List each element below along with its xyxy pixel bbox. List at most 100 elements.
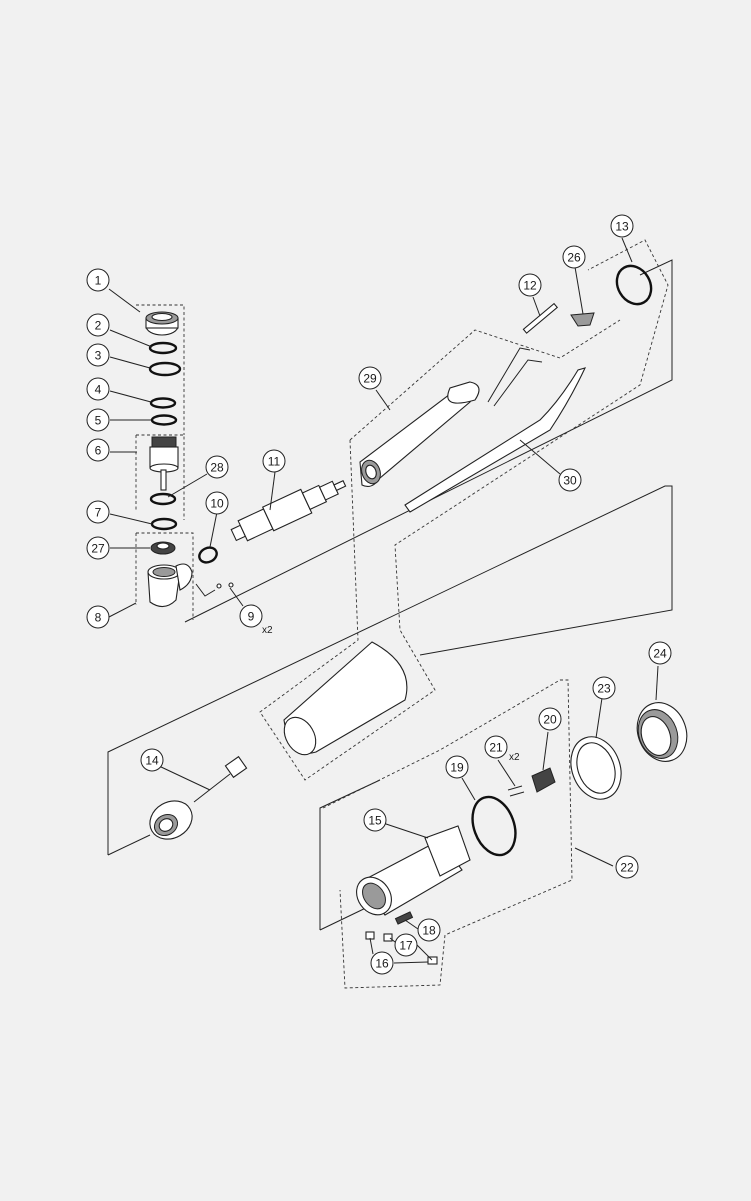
callout-20: 20 — [538, 707, 562, 731]
part-clip-26 — [570, 312, 595, 327]
callout-label: 3 — [95, 349, 102, 363]
part-body-15 — [356, 825, 471, 916]
callout-label: 21 — [489, 741, 503, 755]
callout-label: 24 — [653, 647, 667, 661]
callout-label: 20 — [543, 713, 557, 727]
callout-label: 6 — [95, 444, 102, 458]
part-key-20 — [531, 767, 556, 793]
callout-label: 12 — [523, 279, 537, 293]
callout-17: 17 — [394, 933, 418, 957]
callout-8: 8 — [86, 605, 110, 629]
part-rail-30 — [404, 367, 587, 513]
callout-label: 28 — [210, 461, 224, 475]
callout-label: 15 — [368, 814, 382, 828]
callout-circle — [518, 273, 542, 297]
callout-label: 4 — [95, 383, 102, 397]
callout-circle — [86, 268, 110, 292]
callout-label: 23 — [597, 682, 611, 696]
callout-circle — [615, 855, 639, 879]
callout-label: 10 — [210, 497, 224, 511]
callout-4: 4 — [86, 377, 110, 401]
callout-circle — [86, 605, 110, 629]
callout-label: 30 — [563, 474, 577, 488]
callout-label: 11 — [268, 455, 281, 469]
callout-16: 16 — [370, 951, 394, 975]
callout-label: 2 — [95, 319, 102, 333]
callout-label: 26 — [567, 251, 581, 265]
oring-19 — [471, 795, 517, 857]
callout-circle — [445, 755, 469, 779]
callout-9: 9 — [239, 604, 263, 628]
callout-14: 14 — [140, 748, 164, 772]
callout-5: 5 — [86, 408, 110, 432]
callout-13: 13 — [610, 214, 634, 238]
part-cartridge-6 — [149, 436, 179, 491]
callout-circle — [363, 808, 387, 832]
callout-6: 6 — [86, 438, 110, 462]
callout-label: 14 — [145, 754, 159, 768]
callout-circle — [86, 377, 110, 401]
callout-circle — [592, 676, 616, 700]
part-bearing-27 — [150, 541, 176, 555]
part-pin-12 — [522, 302, 559, 334]
callout-circle — [86, 313, 110, 337]
oring-4 — [149, 397, 177, 409]
callout-label: 22 — [620, 861, 634, 875]
assembly-outline — [107, 259, 673, 931]
callout-label: 27 — [91, 542, 105, 556]
callout-circle — [262, 449, 286, 473]
callout-layer: 1234567278281011912132629301424232021191… — [86, 214, 672, 975]
callout-circle — [86, 343, 110, 367]
callout-circle — [86, 536, 110, 560]
oring-5 — [150, 414, 178, 426]
callout-label: 5 — [95, 414, 102, 428]
callout-circle — [562, 245, 586, 269]
callout-label: 18 — [422, 924, 436, 938]
part-screws-16-17 — [365, 931, 438, 965]
group-boundaries — [135, 239, 669, 989]
callout-label: 9 — [248, 610, 255, 624]
callout-circle — [86, 408, 110, 432]
leader-lines — [108, 237, 659, 964]
callout-circle — [239, 604, 263, 628]
callout-label: 7 — [95, 506, 102, 520]
callout-circle — [417, 918, 441, 942]
callout-11: 11 — [262, 449, 286, 473]
callout-label: 13 — [615, 220, 629, 234]
part-spring-assembly-14 — [149, 755, 248, 840]
callout-2: 2 — [86, 313, 110, 337]
callout-circle — [394, 933, 418, 957]
oring-7 — [150, 517, 178, 531]
callout-26: 26 — [562, 245, 586, 269]
callout-15: 15 — [363, 808, 387, 832]
callout-label: 16 — [375, 957, 389, 971]
oring-2 — [148, 341, 178, 355]
callout-label: 1 — [95, 274, 102, 288]
part-tubes — [487, 347, 543, 407]
part-shaft-11 — [230, 479, 347, 542]
part-pins-21 — [507, 785, 525, 797]
callout-circle — [205, 455, 229, 479]
callout-circle — [205, 491, 229, 515]
callout-circle — [86, 438, 110, 462]
callout-24: 24 — [648, 641, 672, 665]
callout-circle — [610, 214, 634, 238]
callout-21: 21 — [484, 735, 508, 759]
callout-18: 18 — [417, 918, 441, 942]
callout-27: 27 — [86, 536, 110, 560]
part-cap-1 — [145, 311, 179, 336]
oring-13 — [615, 264, 653, 306]
callout-19: 19 — [445, 755, 469, 779]
callout-circle — [538, 707, 562, 731]
quantity-note-21: x2 — [509, 752, 520, 763]
part-screw-18 — [394, 911, 414, 925]
quantity-note-9: x2 — [262, 625, 273, 636]
part-sleeve-29 — [359, 381, 480, 487]
part-ring-23 — [570, 736, 622, 800]
callout-circle — [484, 735, 508, 759]
callout-23: 23 — [592, 676, 616, 700]
callout-3: 3 — [86, 343, 110, 367]
callout-10: 10 — [205, 491, 229, 515]
callout-circle — [370, 951, 394, 975]
